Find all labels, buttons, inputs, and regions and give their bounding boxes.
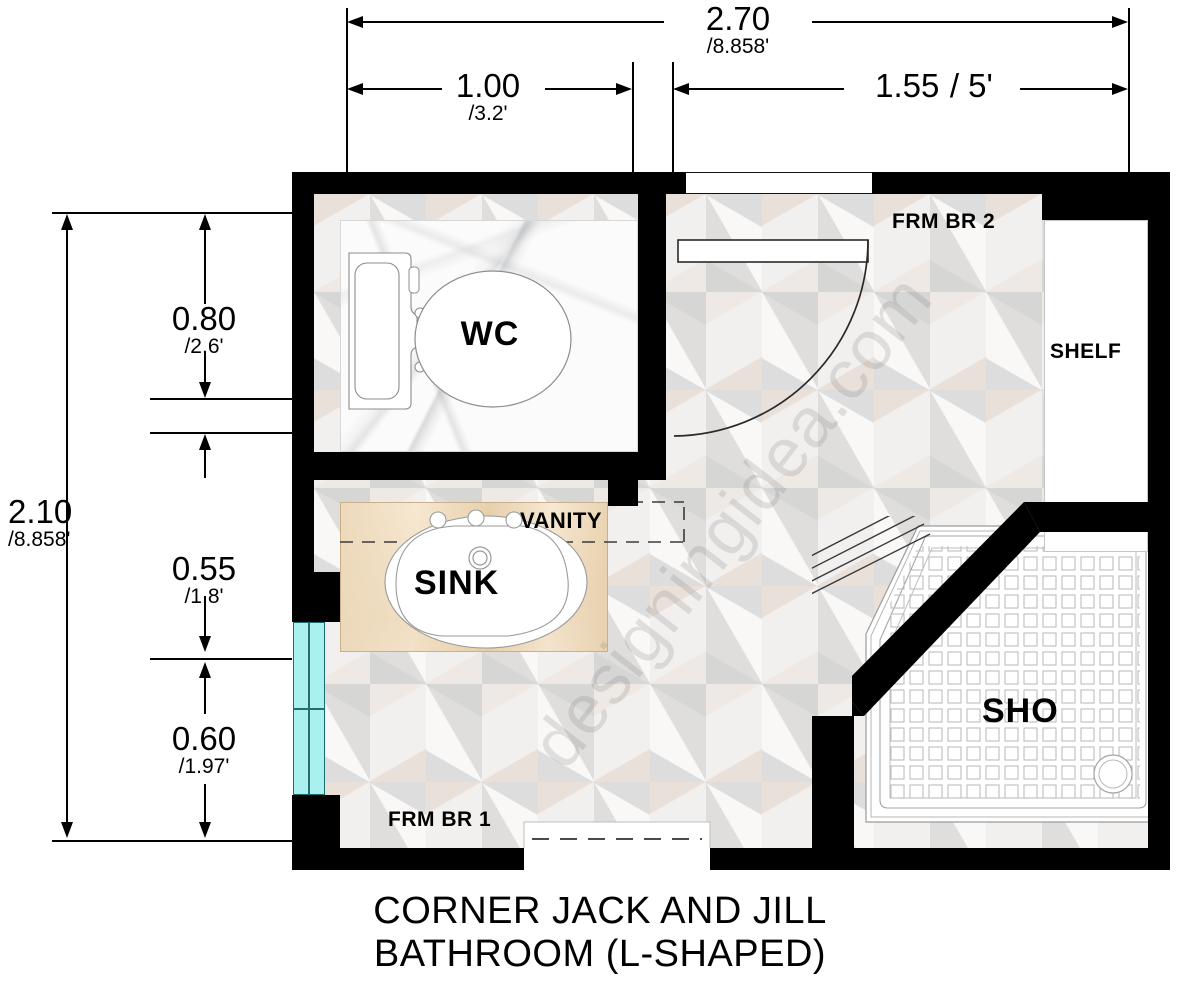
ext-line-top-mid-b xyxy=(672,62,674,172)
dim-left-bottom-arrow-bottom xyxy=(199,822,211,838)
dim-left-overall-imperial: /8.858' xyxy=(8,528,71,551)
plan-title-line1: CORNER JACK AND JILL xyxy=(373,890,827,932)
dim-left-bottom-metric: 0.60 xyxy=(171,720,237,757)
dim-top-left-label: 1.00 /3.2' xyxy=(418,69,558,124)
dim-top-overall-line-right xyxy=(812,21,1122,23)
ext-line-top-right xyxy=(1128,8,1130,172)
plan-title-line2: BATHROOM (L-SHAPED) xyxy=(373,932,827,975)
dim-left-top-arrow-bottom xyxy=(199,382,211,398)
sink-label: SINK xyxy=(414,564,500,602)
dim-left-top-metric: 0.80 xyxy=(171,300,237,337)
shower-label: SHO xyxy=(982,692,1059,730)
door-br1-label: FRM BR 1 xyxy=(388,808,492,831)
dim-left-top-line-a xyxy=(204,218,206,304)
dim-left-bottom-arrow-top xyxy=(199,662,211,678)
dim-top-left-metric: 1.00 xyxy=(455,67,521,104)
wall-vanity-right xyxy=(608,480,638,506)
dim-top-right-metric: 1.55 xyxy=(875,67,940,104)
ext-line-left-top xyxy=(52,212,292,214)
shelf-label: SHELF xyxy=(1050,340,1122,363)
dim-top-left-line-a xyxy=(352,88,442,90)
wall-top-left xyxy=(292,172,686,194)
dim-top-overall-imperial: /8.858' xyxy=(706,35,770,58)
dim-top-left-arrow-left xyxy=(347,83,363,95)
dim-left-top-imperial: /2.6' xyxy=(184,335,224,358)
sink-icon xyxy=(384,509,588,649)
wall-left-upper xyxy=(292,172,314,622)
dim-top-overall-label: 2.70 /8.858' xyxy=(667,2,809,57)
dim-left-mid-line-a xyxy=(204,438,206,478)
dim-left-top-line-b xyxy=(204,352,206,392)
dim-left-overall-label: 2.10 /8.858' xyxy=(8,495,128,550)
wall-left-stub-2 xyxy=(314,795,340,848)
dim-top-left-arrow-right xyxy=(616,83,632,95)
dim-left-overall-metric: 2.10 xyxy=(8,493,73,530)
dim-left-mid-line-b xyxy=(204,596,206,644)
dim-top-overall-metric: 2.70 xyxy=(705,0,771,37)
doorway-br1-opening xyxy=(524,848,710,870)
dim-top-right-line-a xyxy=(678,88,844,90)
ext-line-top-left xyxy=(346,8,348,172)
dim-left-mid-label: 0.55 /1.8' xyxy=(140,552,268,607)
dim-left-overall-arrow-top xyxy=(61,214,73,230)
ext-line-top-mid-a xyxy=(632,62,634,172)
wc-alcove: WC xyxy=(340,220,638,452)
dim-top-left-imperial: /3.2' xyxy=(468,102,508,125)
window-mullion-horizontal xyxy=(293,708,325,710)
wall-wc-right xyxy=(638,194,666,480)
ext-line-left-b xyxy=(150,432,292,434)
dim-left-bottom-imperial: /1.97' xyxy=(178,755,230,778)
ext-line-left-bottom xyxy=(52,840,292,842)
wall-shower-angled xyxy=(852,502,1152,716)
wall-bottom-right xyxy=(710,848,1170,870)
dim-left-mid-metric: 0.55 xyxy=(171,550,237,587)
dim-left-overall-arrow-bottom xyxy=(61,822,73,838)
wall-wc-bottom xyxy=(314,452,638,480)
doorway-br2-opening xyxy=(686,172,872,194)
ext-line-left-a xyxy=(150,398,292,400)
dim-top-right-label: 1.55 / 5' xyxy=(845,69,1023,102)
dim-left-top-arrow-top xyxy=(199,214,211,230)
dim-left-bottom-line-a xyxy=(204,666,206,714)
dim-top-right-arrow-right xyxy=(1112,83,1128,95)
dim-left-top-label: 0.80 /2.6' xyxy=(140,302,268,357)
dim-top-overall-arrow-right xyxy=(1112,16,1128,28)
dim-left-mid-arrow-top xyxy=(199,434,211,450)
dim-left-mid-imperial: /1.8' xyxy=(184,585,224,608)
dim-top-overall-arrow-left xyxy=(347,16,363,28)
wall-left-stub xyxy=(314,572,340,622)
dim-top-left-line-b xyxy=(545,88,623,90)
door-br2-swing-icon xyxy=(673,239,869,437)
dim-top-overall-line-left xyxy=(352,21,664,23)
door-br2-label: FRM BR 2 xyxy=(892,210,996,233)
wc-label: WC xyxy=(460,315,520,353)
plan-title: CORNER JACK AND JILL BATHROOM (L-SHAPED) xyxy=(0,890,1200,975)
bathroom-plan: WC VANITY SINK xyxy=(292,172,1170,870)
ext-line-left-c xyxy=(150,658,292,660)
dim-top-right-arrow-left xyxy=(673,83,689,95)
dim-left-bottom-line-b xyxy=(204,784,206,828)
dim-left-overall-line xyxy=(66,218,68,834)
dim-left-bottom-label: 0.60 /1.97' xyxy=(140,722,268,777)
wall-shower-left-stub xyxy=(812,716,854,848)
toilet-icon xyxy=(348,252,572,410)
shelf-box xyxy=(1044,220,1148,552)
dim-top-right-line-b xyxy=(1020,88,1122,90)
vanity-label: VANITY xyxy=(520,508,603,533)
wall-right xyxy=(1148,172,1170,870)
wall-bottom-left xyxy=(292,848,524,870)
dim-top-right-imperial: / 5' xyxy=(949,67,993,104)
dim-left-mid-arrow-bottom xyxy=(199,636,211,652)
